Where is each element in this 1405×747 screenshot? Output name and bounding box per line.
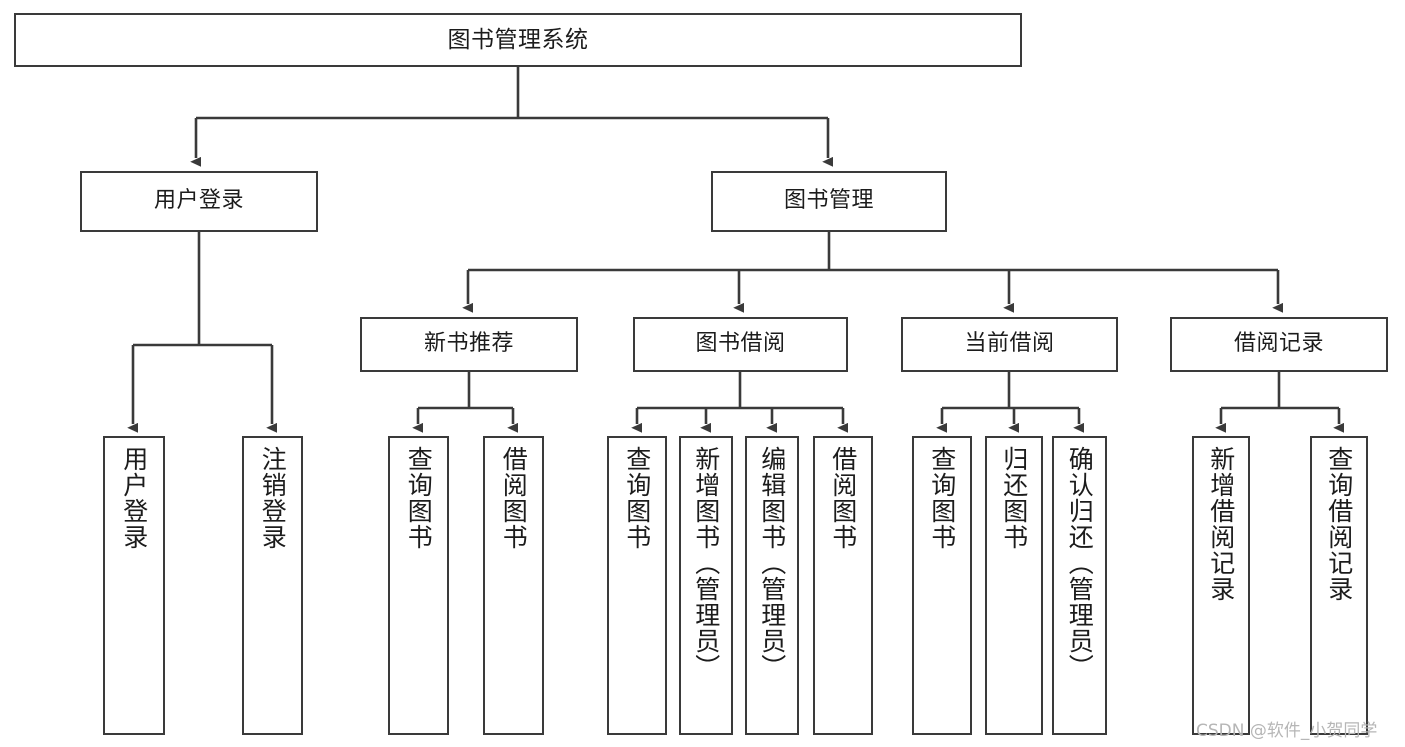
node-leaf-query-book-2-label: 查询图书 bbox=[622, 446, 652, 550]
node-leaf-confirm-return-label: 确认归还（管理员） bbox=[1065, 446, 1095, 680]
node-leaf-return-book-label: 归还图书 bbox=[999, 446, 1029, 550]
node-root-label: 图书管理系统 bbox=[447, 26, 589, 53]
node-leaf-logout[interactable]: 注销登录 bbox=[242, 436, 303, 735]
node-new-book-rec[interactable]: 新书推荐 bbox=[360, 317, 578, 372]
node-user-login[interactable]: 用户登录 bbox=[80, 171, 318, 232]
node-new-book-rec-label: 新书推荐 bbox=[423, 331, 514, 357]
node-leaf-user-login-label: 用户登录 bbox=[119, 446, 149, 550]
node-leaf-query-record[interactable]: 查询借阅记录 bbox=[1310, 436, 1368, 735]
node-leaf-add-record-label: 新增借阅记录 bbox=[1206, 446, 1236, 602]
node-borrow-record[interactable]: 借阅记录 bbox=[1170, 317, 1388, 372]
node-root[interactable]: 图书管理系统 bbox=[14, 13, 1022, 67]
node-book-manage[interactable]: 图书管理 bbox=[711, 171, 947, 232]
node-leaf-query-book-1[interactable]: 查询图书 bbox=[388, 436, 449, 735]
node-leaf-query-book-1-label: 查询图书 bbox=[404, 446, 434, 550]
node-leaf-borrow-book-1[interactable]: 借阅图书 bbox=[483, 436, 544, 735]
node-current-borrow-label: 当前借阅 bbox=[964, 331, 1055, 357]
node-book-borrow[interactable]: 图书借阅 bbox=[633, 317, 848, 372]
csdn-watermark: CSDN @软件_小贺同学 bbox=[1196, 721, 1378, 741]
node-user-login-label: 用户登录 bbox=[153, 188, 244, 214]
node-leaf-user-login[interactable]: 用户登录 bbox=[103, 436, 165, 735]
node-leaf-add-record[interactable]: 新增借阅记录 bbox=[1192, 436, 1250, 735]
node-leaf-borrow-book-2-label: 借阅图书 bbox=[828, 446, 858, 550]
node-leaf-edit-book-label: 编辑图书（管理员） bbox=[757, 446, 787, 680]
node-leaf-query-book-3-label: 查询图书 bbox=[927, 446, 957, 550]
node-leaf-query-book-2[interactable]: 查询图书 bbox=[607, 436, 667, 735]
node-leaf-logout-label: 注销登录 bbox=[258, 446, 288, 550]
node-leaf-query-book-3[interactable]: 查询图书 bbox=[912, 436, 972, 735]
node-current-borrow[interactable]: 当前借阅 bbox=[901, 317, 1118, 372]
node-leaf-return-book[interactable]: 归还图书 bbox=[985, 436, 1043, 735]
node-leaf-confirm-return[interactable]: 确认归还（管理员） bbox=[1052, 436, 1107, 735]
node-book-borrow-label: 图书借阅 bbox=[695, 331, 786, 357]
node-leaf-query-record-label: 查询借阅记录 bbox=[1324, 446, 1354, 602]
node-leaf-edit-book[interactable]: 编辑图书（管理员） bbox=[745, 436, 799, 735]
node-leaf-borrow-book-2[interactable]: 借阅图书 bbox=[813, 436, 873, 735]
node-book-manage-label: 图书管理 bbox=[783, 188, 874, 214]
node-borrow-record-label: 借阅记录 bbox=[1233, 331, 1324, 357]
node-leaf-borrow-book-1-label: 借阅图书 bbox=[499, 446, 529, 550]
node-leaf-add-book[interactable]: 新增图书（管理员） bbox=[679, 436, 733, 735]
node-leaf-add-book-label: 新增图书（管理员） bbox=[691, 446, 721, 680]
